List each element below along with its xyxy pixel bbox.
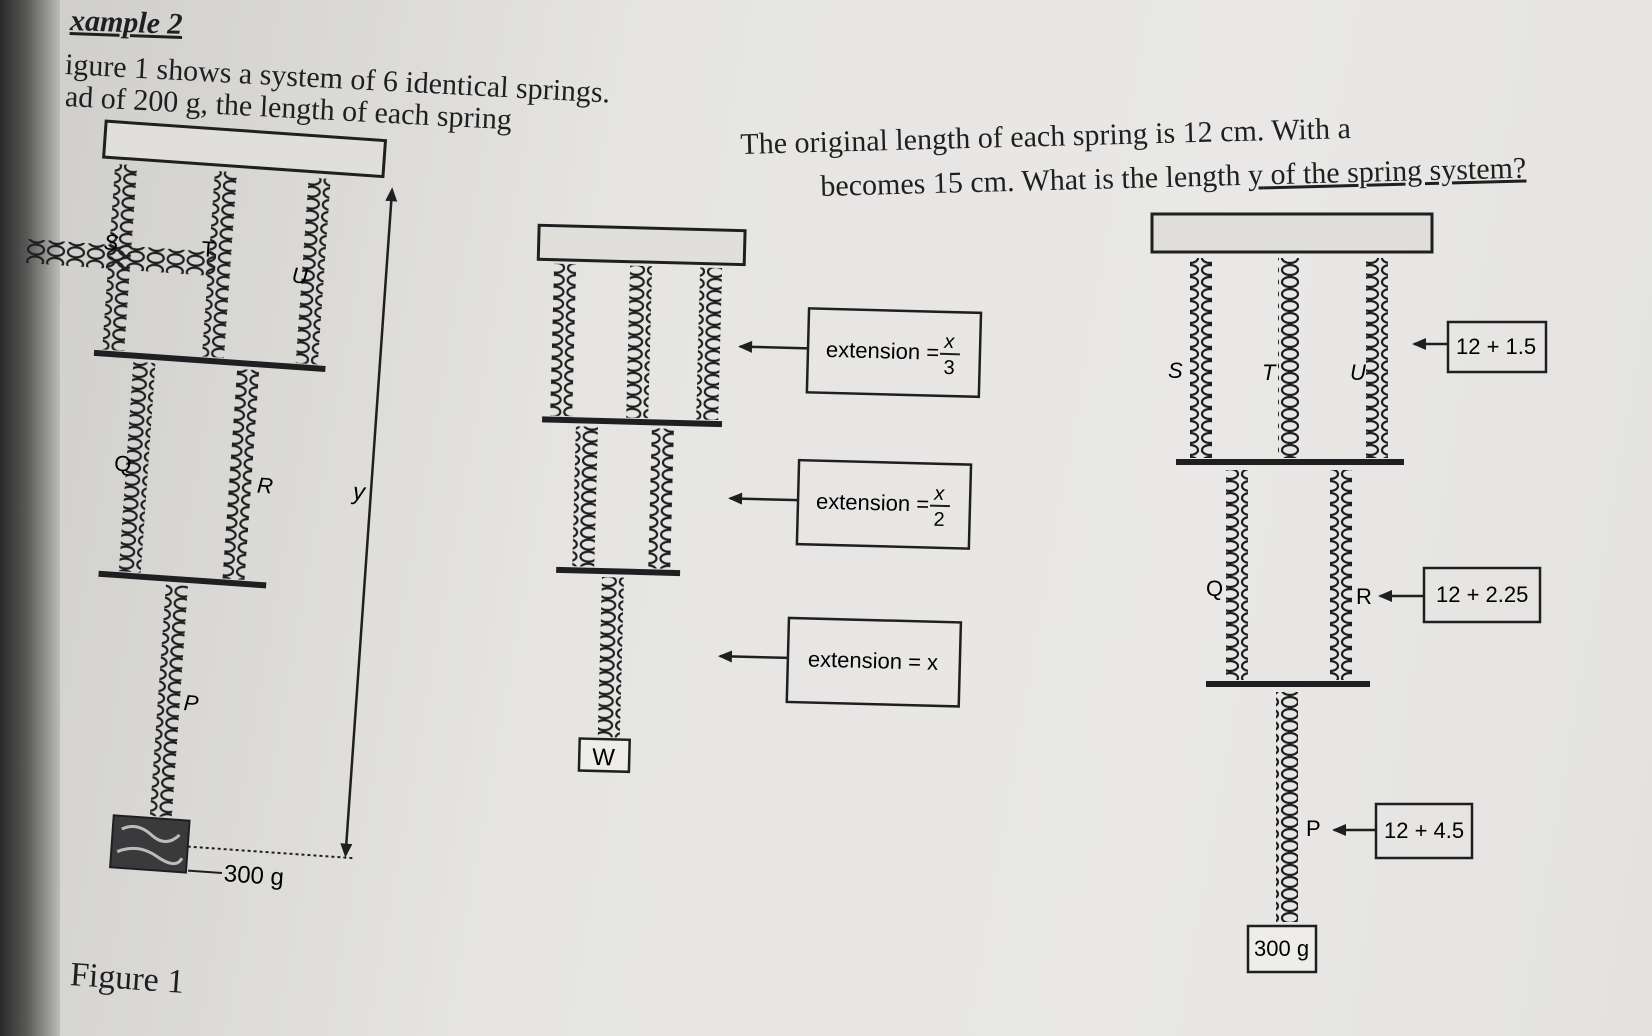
figure-3: 300 g S T U Q R P 12 + 1.5 12 + 2.25 12 … xyxy=(1150,212,1548,974)
figure-1-caption: Figure 1 xyxy=(68,956,186,1001)
figure-1: 300 g y S T U Q R P xyxy=(25,119,398,891)
fig3-box-mid xyxy=(1422,566,1542,624)
fig1-bar-2 xyxy=(98,570,267,589)
fig1-ceiling xyxy=(102,119,388,179)
fig1-label-p: P xyxy=(183,690,200,716)
fig1-spring-q xyxy=(118,361,156,573)
book-spine-shadow xyxy=(0,0,60,1036)
fig2-box-1-num: x xyxy=(943,331,956,353)
fig3-mass-label: 300 g xyxy=(1254,936,1309,961)
fig1-mass-label: 300 g xyxy=(223,860,285,891)
fig2-box-2-den: 2 xyxy=(933,509,945,531)
fig3-label-p: P xyxy=(1306,816,1321,841)
fig1-label-u: U xyxy=(291,262,309,288)
fig1-spring-s-b xyxy=(102,163,138,351)
fig3-spring-u xyxy=(1366,258,1388,458)
fig3-box-bottom-text: 12 + 4.5 xyxy=(1384,818,1464,843)
fig2-weight xyxy=(577,737,632,774)
fig3-label-r: R xyxy=(1356,584,1372,609)
fig2-spring-1 xyxy=(550,263,577,417)
fig1-spring-t xyxy=(201,170,237,358)
fig3-label-u: U xyxy=(1350,360,1366,385)
fig3-spring-r xyxy=(1330,470,1352,680)
fig3-label-t: T xyxy=(1262,360,1277,385)
fig2-spring-5 xyxy=(648,428,674,569)
fig2-ceiling xyxy=(536,223,747,267)
fig1-spring-p xyxy=(149,584,188,818)
fig3-box-top-text: 12 + 1.5 xyxy=(1456,334,1536,359)
fig1-label-t: T xyxy=(201,236,216,262)
fig2-spring-2 xyxy=(626,265,653,419)
fig1-label-r: R xyxy=(256,473,274,499)
figure-2: W extension = x 3 extension = x 2 extens… xyxy=(536,223,983,774)
fig3-spring-s xyxy=(1190,258,1212,458)
fig2-box-2-num: x xyxy=(933,483,946,505)
fig3-box-bottom xyxy=(1374,802,1474,860)
fig2-spring-3 xyxy=(696,267,723,421)
fig2-box-2 xyxy=(795,458,973,550)
fig2-spring-6 xyxy=(597,577,624,738)
fig1-spring-r xyxy=(222,368,260,580)
fig3-ceiling xyxy=(1150,212,1434,254)
fig2-weight-label: W xyxy=(592,744,616,772)
fig3-mass xyxy=(1246,924,1318,974)
fig2-box-1-text: extension = xyxy=(826,337,940,365)
fig3-spring-t xyxy=(1278,258,1300,458)
fig3-label-q: Q xyxy=(1206,576,1223,601)
fig2-box-1-den: 3 xyxy=(943,357,955,379)
fig2-box-2-text: extension = xyxy=(816,489,930,517)
fig3-box-mid-text: 12 + 2.25 xyxy=(1436,582,1528,607)
fig3-box-top xyxy=(1446,320,1548,374)
fig2-box-3-text: extension = x xyxy=(808,646,939,674)
fig3-label-s: S xyxy=(1168,358,1183,383)
fig1-label-q: Q xyxy=(113,451,132,477)
fig1-y-label: y xyxy=(350,478,368,506)
fig1-spring-u xyxy=(295,177,331,365)
fig3-spring-p xyxy=(1276,692,1298,922)
fig2-box-3 xyxy=(785,616,963,708)
fig2-spring-4 xyxy=(572,426,598,567)
fig2-bar-1 xyxy=(541,416,723,428)
fig1-length-line xyxy=(344,197,393,848)
fig2-bar-2 xyxy=(556,566,681,577)
fig1-bar-1 xyxy=(93,349,326,373)
fig2-box-1 xyxy=(805,307,983,399)
fig1-label-s: S xyxy=(103,229,120,255)
fig3-spring-q xyxy=(1226,470,1248,680)
